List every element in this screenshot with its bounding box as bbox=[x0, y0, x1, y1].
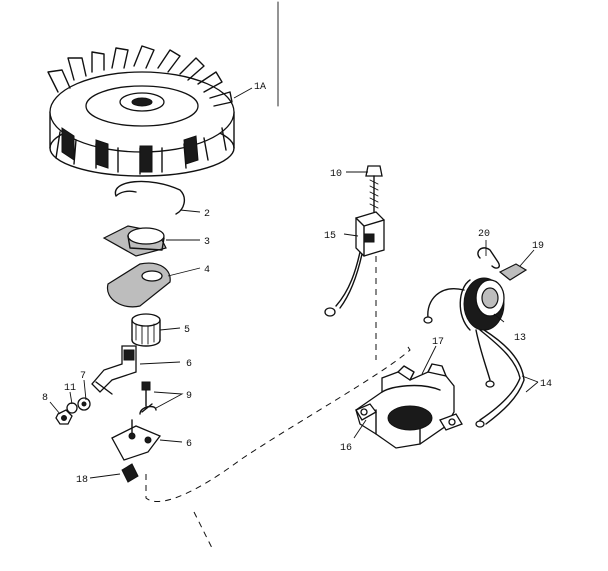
label-17: 17 bbox=[432, 337, 444, 348]
label-7: 7 bbox=[80, 371, 86, 382]
base-part bbox=[355, 363, 463, 449]
label-18: 18 bbox=[76, 475, 88, 486]
leader-lines bbox=[49, 87, 539, 479]
hardware-group bbox=[55, 397, 91, 425]
spring-plate-part bbox=[498, 263, 528, 281]
label-10: 10 bbox=[330, 169, 342, 180]
flywheel-part bbox=[47, 45, 235, 177]
bolt-part bbox=[365, 165, 383, 213]
bracket-lower-part bbox=[111, 419, 162, 461]
bushing-part bbox=[131, 313, 161, 347]
label-8: 8 bbox=[42, 393, 48, 404]
spring-clip-part bbox=[114, 180, 186, 215]
label-20: 20 bbox=[478, 229, 490, 240]
label-13: 13 bbox=[514, 333, 526, 344]
clip-part bbox=[121, 463, 139, 483]
label-5: 5 bbox=[184, 325, 190, 336]
condenser-part bbox=[324, 211, 385, 317]
wire-spring-part bbox=[477, 247, 501, 269]
label-3: 3 bbox=[204, 237, 210, 248]
label-11: 11 bbox=[64, 383, 76, 394]
bracket-upper-part bbox=[91, 345, 137, 395]
assembly-line-tail bbox=[193, 511, 213, 549]
screw-set-part bbox=[139, 381, 157, 415]
label-15: 15 bbox=[324, 231, 336, 242]
cup-part bbox=[102, 225, 167, 257]
leads-part bbox=[475, 329, 525, 428]
label-14: 14 bbox=[540, 379, 552, 390]
label-6-upper: 6 bbox=[186, 359, 192, 370]
label-9: 9 bbox=[186, 391, 192, 402]
coil-part bbox=[423, 277, 505, 331]
label-4: 4 bbox=[204, 265, 210, 276]
label-2: 2 bbox=[204, 209, 210, 220]
assembly-line bbox=[145, 343, 411, 503]
label-19: 19 bbox=[532, 241, 544, 252]
label-16: 16 bbox=[340, 443, 352, 454]
label-1a: 1A bbox=[254, 82, 266, 93]
label-6-lower: 6 bbox=[186, 439, 192, 450]
gasket-part bbox=[106, 262, 171, 308]
